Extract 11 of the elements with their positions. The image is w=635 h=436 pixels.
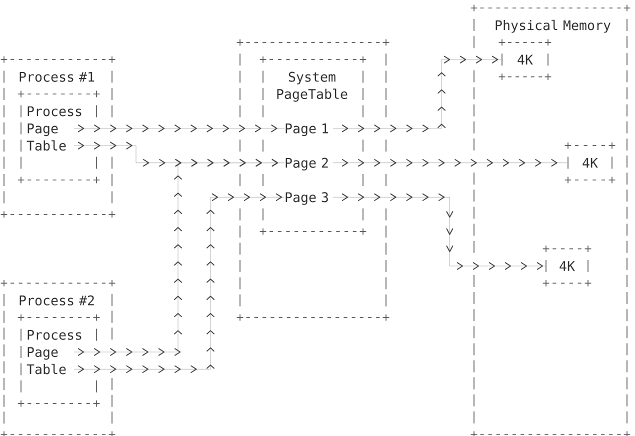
entry-label: Page 2 (286, 158, 328, 170)
frame-box: 4K (564, 142, 616, 184)
frame-box: 4K (542, 245, 592, 287)
arrow (74, 193, 285, 373)
entry-label: Page 3 (286, 192, 328, 205)
frame-box: 4K (498, 38, 552, 80)
page-table-box: Process Page Table (17, 90, 100, 184)
entry-label: Page 1 (286, 124, 328, 136)
arrow (332, 193, 546, 270)
dashed-box (236, 38, 390, 322)
page-table-box: Process Page Table (17, 314, 100, 408)
